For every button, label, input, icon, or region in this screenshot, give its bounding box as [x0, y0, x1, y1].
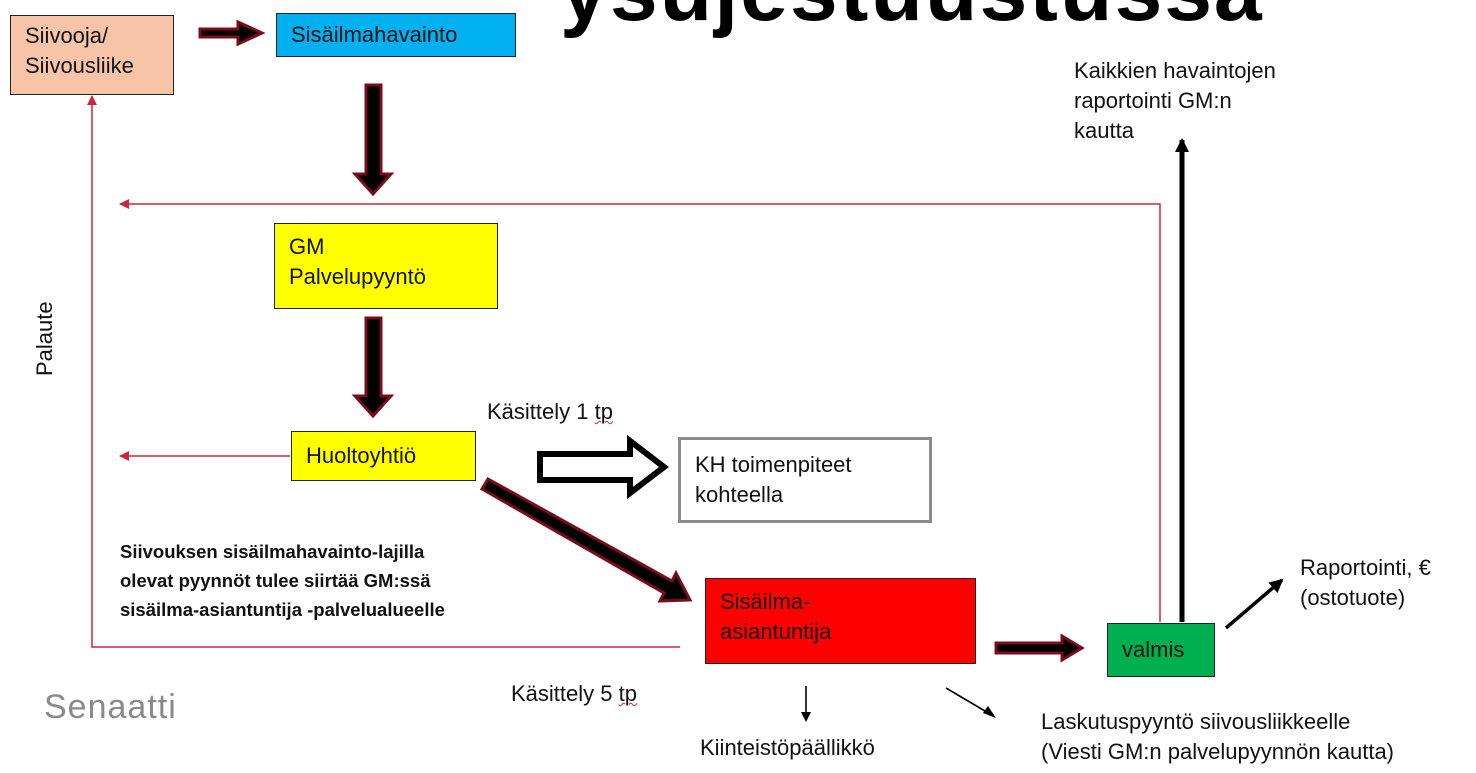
label-kasittely-5-text: Käsittely 5	[511, 681, 619, 706]
box-sisailmahavainto: Sisäilmahavainto	[276, 13, 516, 57]
senaatti-logo: Senaatti	[44, 688, 177, 726]
label-raportointi-gm: Kaikkien havaintojen raportointi GM:n ka…	[1074, 56, 1276, 146]
box-gm-line2: Palvelupyyntö	[289, 264, 426, 289]
arrow-to-laskutus-head	[983, 706, 996, 718]
arrow-havainto-to-gm	[351, 83, 395, 197]
label-kasittely-5-unit: tp	[618, 681, 637, 706]
label-laskutus-line2: (Viesti GM:n palvelupyynnön kautta)	[1041, 739, 1394, 764]
label-kiinteistopaallikko: Kiinteistöpäällikkö	[700, 735, 875, 760]
note-line2: olevat pyynnöt tulee siirtää GM:ssä	[120, 570, 431, 591]
feedback-line-top	[119, 199, 1161, 622]
note-siirto: Siivouksen sisäilmahavainto-lajilla olev…	[120, 537, 445, 624]
label-raportointi-gm-line1: Kaikkien havaintojen	[1074, 58, 1276, 83]
box-gm-palvelupyynto: GM Palvelupyyntö	[274, 223, 498, 309]
label-palaute: Palaute	[32, 301, 57, 376]
box-gm-line1: GM	[289, 234, 325, 259]
box-asiantuntija-line1: Sisäilma-	[720, 589, 811, 614]
label-laskutus-line1: Laskutuspyyntö siivousliikkeelle	[1041, 709, 1351, 734]
box-sisailmahavainto-label: Sisäilmahavainto	[291, 22, 458, 47]
arrow-huolto-to-kh	[537, 434, 669, 500]
label-laskutuspyynto: Laskutuspyyntö siivousliikkeelle (Viesti…	[1041, 707, 1394, 767]
label-raportointi-euro-line2: (ostotuote)	[1300, 585, 1406, 610]
box-siivooja-line1: Siivooja/	[25, 23, 109, 48]
title-fragment: ysujestuustussä	[560, 0, 1264, 41]
box-huoltoyhtio-label: Huoltoyhtiö	[306, 443, 417, 468]
box-siivooja: Siivooja/ Siivousliike	[10, 15, 174, 95]
label-raportointi-gm-line2: raportointi GM:n	[1074, 88, 1232, 113]
box-kh-line2: kohteella	[695, 482, 784, 507]
feedback-line-left	[87, 95, 680, 648]
label-raportointi-euro: Raportointi, € (ostotuote)	[1300, 553, 1431, 613]
box-siivooja-line2: Siivousliike	[25, 53, 134, 78]
label-kasittely-1-unit: tp	[594, 399, 613, 424]
box-kh-toimenpiteet: KH toimenpiteet kohteella	[678, 437, 932, 523]
arrow-huolto-to-asiantuntija	[479, 476, 693, 603]
arrow-siivooja-to-havainto	[198, 19, 266, 47]
arrow-to-kiinteisto-head	[801, 712, 811, 722]
note-line3: sisäilma-asiantuntija -palvelualueelle	[120, 599, 445, 620]
box-valmis-label: valmis	[1122, 637, 1185, 662]
label-raportointi-gm-line3: kautta	[1074, 118, 1134, 143]
label-kasittely-1-text: Käsittely 1	[487, 399, 595, 424]
box-huoltoyhtio: Huoltoyhtiö	[291, 431, 476, 481]
box-sisailma-asiantuntija: Sisäilma- asiantuntija	[705, 578, 976, 664]
note-line1: Siivouksen sisäilmahavainto-lajilla	[120, 541, 425, 562]
box-valmis: valmis	[1107, 623, 1215, 677]
arrow-to-laskutus	[945, 687, 991, 715]
label-kasittely-5: Käsittely 5 tp	[511, 679, 637, 709]
label-kasittely-1: Käsittely 1 tp	[487, 397, 613, 427]
label-raportointi-euro-line1: Raportointi, €	[1300, 555, 1431, 580]
arrow-gm-to-huolto	[351, 316, 395, 419]
arrow-asiantuntija-to-valmis	[994, 633, 1085, 663]
arrow-valmis-raportointi	[1224, 578, 1284, 630]
box-asiantuntija-line2: asiantuntija	[720, 619, 832, 644]
box-kh-line1: KH toimenpiteet	[695, 452, 852, 477]
